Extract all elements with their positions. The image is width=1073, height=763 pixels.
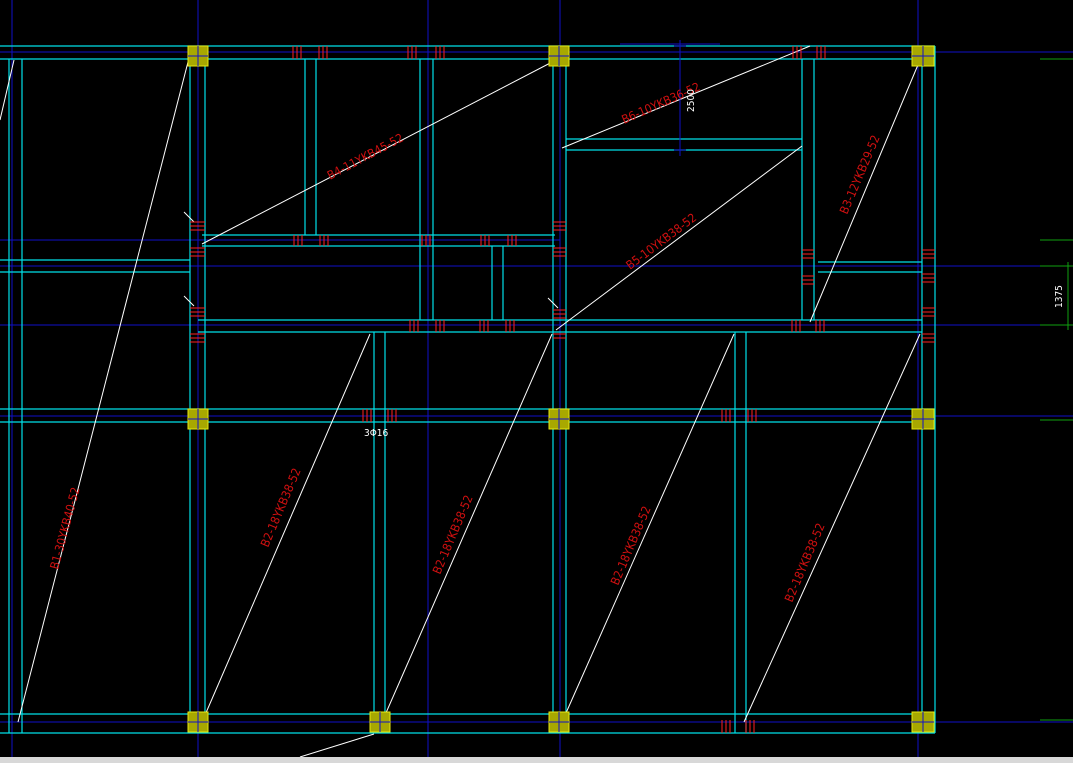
rebar-tick-mark-icon: [190, 46, 935, 733]
grid-axis-extensions: [1040, 58, 1073, 721]
rebar-note: 3Φ16: [364, 428, 389, 439]
dimension-marks: [674, 40, 686, 156]
column-axis-crosses: [188, 46, 934, 732]
beams[interactable]: [0, 45, 936, 734]
status-strip: [0, 757, 1073, 763]
annotations: 3Φ16 1375 2500: [364, 89, 1065, 439]
slab-diagonals[interactable]: [0, 45, 921, 757]
dimension-right: 1375: [1054, 285, 1065, 308]
dimension-top: 2500: [686, 89, 697, 112]
